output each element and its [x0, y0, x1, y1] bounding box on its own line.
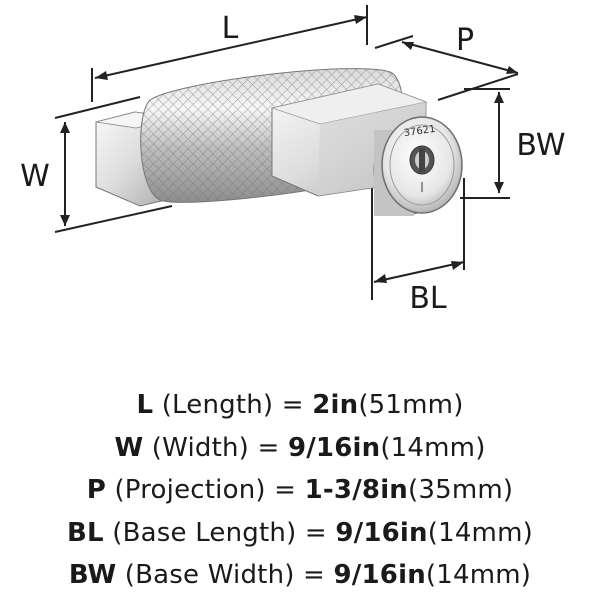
spec-width: W (Width) = 9/16in(14mm) [114, 432, 486, 463]
l-dimension-line [94, 16, 368, 79]
label-bw: BW [516, 128, 565, 163]
label-w: W [20, 159, 50, 194]
label-l: L [222, 11, 239, 46]
p-dimension-line [401, 41, 519, 74]
knob-illustration: 37621 [95, 68, 463, 216]
serial-number: 37621 [403, 124, 436, 139]
product-dimension-diagram: 37621 L W P BW BL [20, 5, 566, 316]
spec-length: L (Length) = 2in(51mm) [136, 390, 464, 420]
label-bl: BL [409, 281, 447, 316]
dimension-arrowheads [60, 15, 518, 283]
label-p: P [456, 23, 474, 58]
dimension-specifications: L (Length) = 2in(51mm) W (Width) = 9/16i… [0, 384, 600, 597]
spec-projection: P (Projection) = 1-3/8in(35mm) [86, 475, 514, 505]
dimension-lines [54, 5, 519, 300]
key-slot-icon [409, 145, 435, 175]
bl-dimension-line [373, 261, 465, 283]
spec-base-width: BW (Base Width) = 9/16in(14mm) [68, 560, 532, 590]
spec-base-length: BL (Base Length) = 9/16in(14mm) [67, 517, 533, 548]
